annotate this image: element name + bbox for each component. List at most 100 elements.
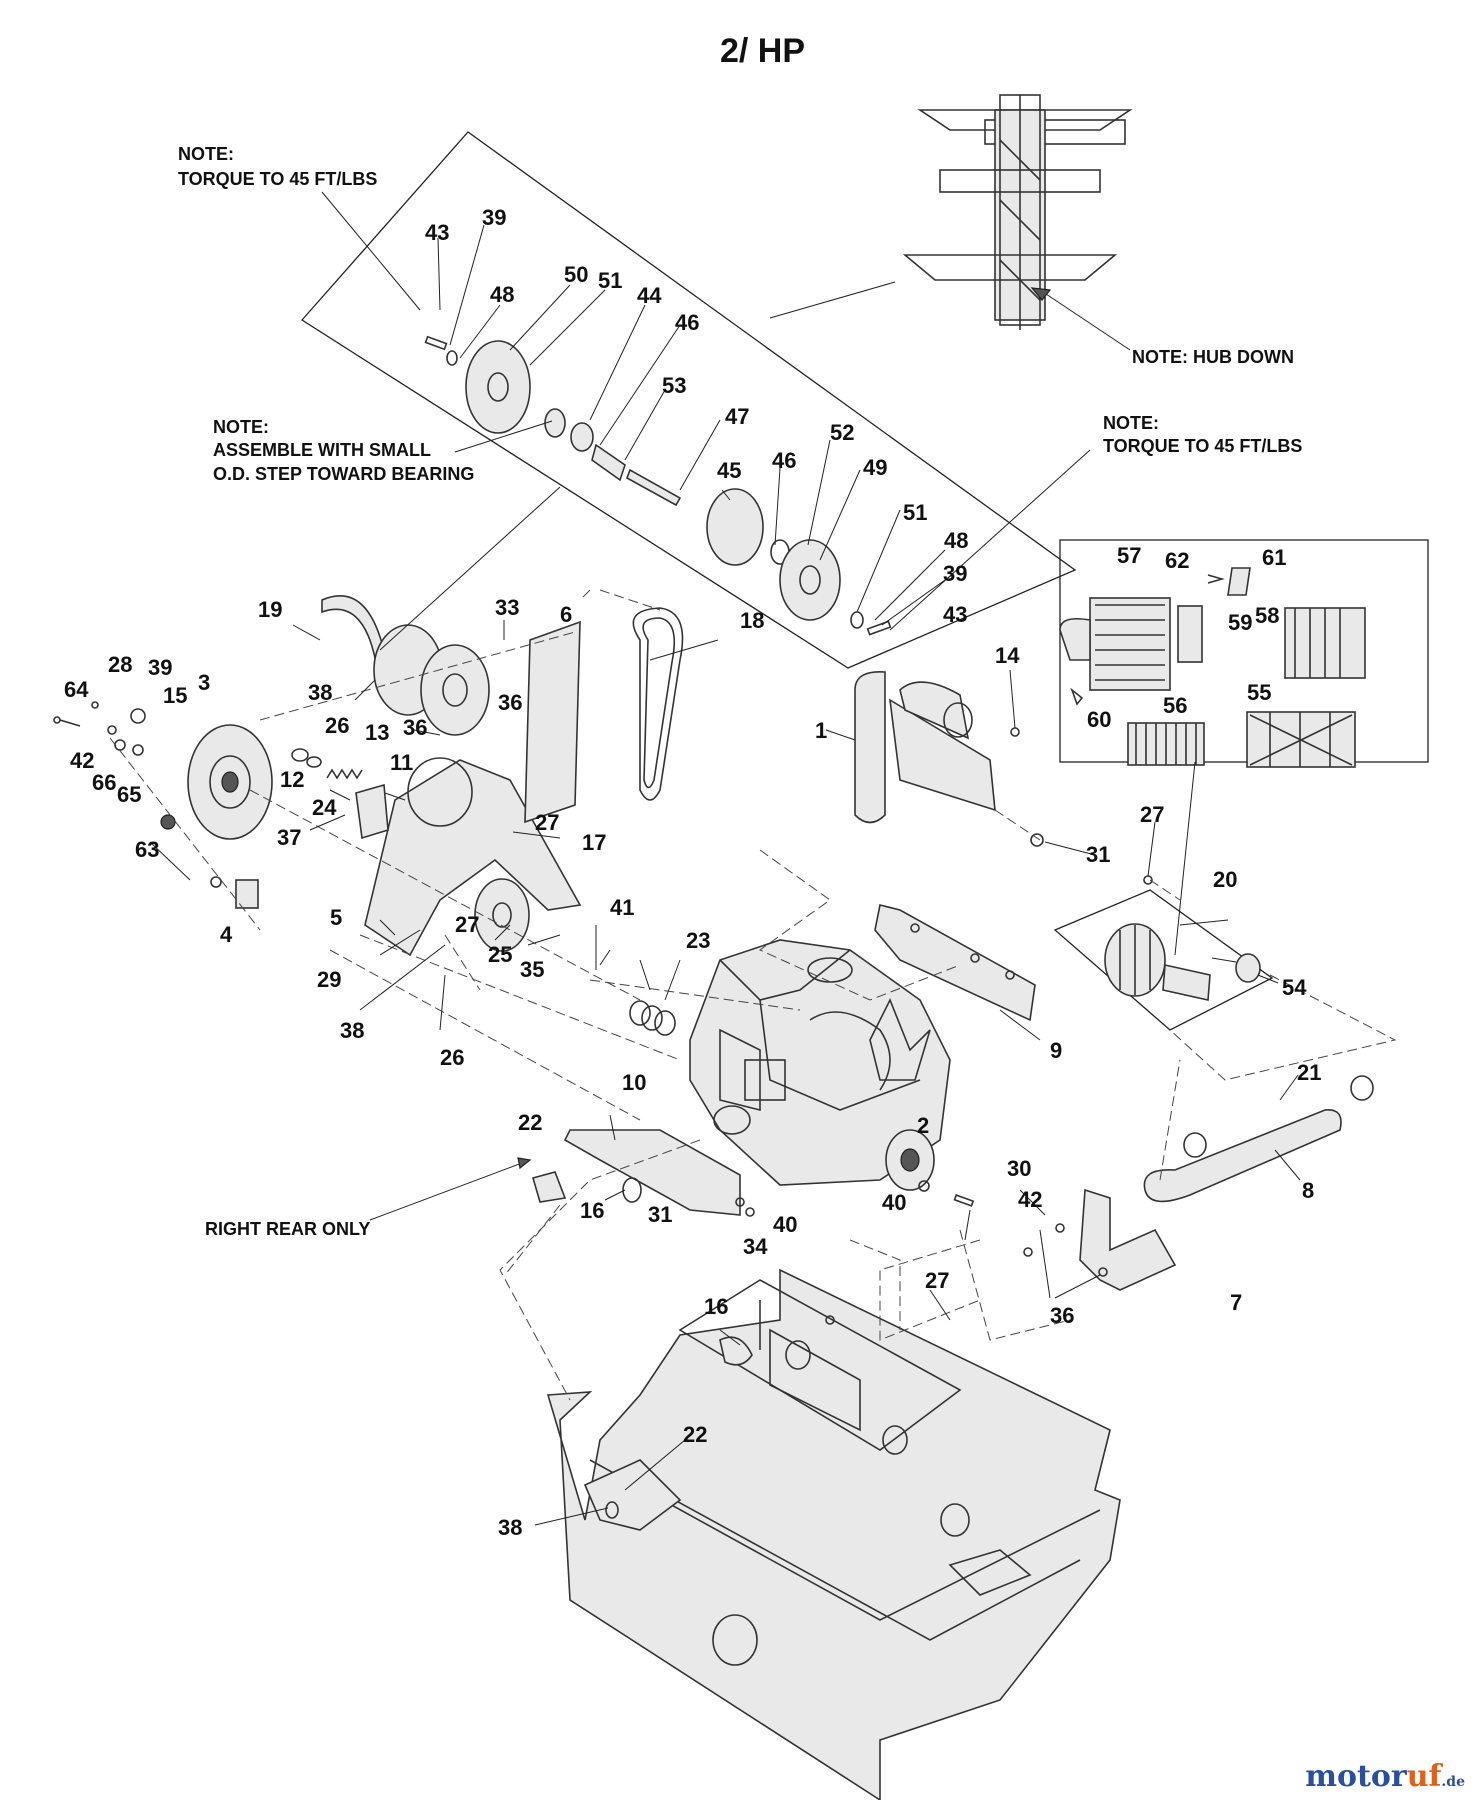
bracket-10-group <box>532 1129 755 1217</box>
callout-48: 48 <box>490 282 514 307</box>
callout-43: 43 <box>425 220 449 245</box>
chassis-frame <box>546 1268 1121 1800</box>
callout-13: 13 <box>365 720 389 745</box>
callout-19: 19 <box>258 597 282 622</box>
callout-31b: 31 <box>648 1202 672 1227</box>
callout-28: 28 <box>108 652 132 677</box>
callout-39c: 39 <box>148 655 172 680</box>
callout-66: 66 <box>92 770 116 795</box>
svg-text:NOTE:: NOTE: <box>213 417 269 437</box>
mount-16b-shape <box>719 1336 753 1366</box>
callout-48b: 48 <box>944 528 968 553</box>
callout-62: 62 <box>1165 548 1189 573</box>
note-assemble: NOTE: ASSEMBLE WITH SMALL O.D. STEP TOWA… <box>213 417 474 484</box>
callout-37: 37 <box>277 825 301 850</box>
hose-group <box>1143 1075 1374 1203</box>
callout-42: 42 <box>70 748 94 773</box>
bracket-5-shape <box>364 759 582 957</box>
callout-16: 16 <box>580 1198 604 1223</box>
callout-17: 17 <box>582 830 606 855</box>
callout-2: 2 <box>917 1113 929 1138</box>
callout-1: 1 <box>815 718 827 743</box>
callout-27a: 27 <box>535 810 559 835</box>
callout-41: 41 <box>610 895 634 920</box>
callout-52: 52 <box>830 420 854 445</box>
belt-19-shape <box>321 595 386 660</box>
callout-40: 40 <box>773 1212 797 1237</box>
engine-group <box>629 939 975 1207</box>
motoruf-watermark: motoruf.de <box>1305 1759 1465 1794</box>
svg-text:NOTE:: NOTE: <box>178 144 234 164</box>
belt-18-shape <box>632 607 684 801</box>
callout-38b: 38 <box>340 1018 364 1043</box>
callout-27b: 27 <box>455 912 479 937</box>
valve-60-shape <box>1070 687 1084 706</box>
callout-45: 45 <box>717 458 741 483</box>
svg-text:TORQUE TO 45 FT/LBS: TORQUE TO 45 FT/LBS <box>1103 436 1302 456</box>
callout-11: 11 <box>390 750 413 775</box>
callout-14: 14 <box>995 643 1020 668</box>
muffler-1-shape <box>854 671 886 824</box>
plate-11-shape <box>355 783 389 840</box>
callout-44: 44 <box>637 283 662 308</box>
callout-36a: 36 <box>403 715 427 740</box>
callout-63: 63 <box>135 837 159 862</box>
callout-27d: 27 <box>925 1268 949 1293</box>
callout-49: 49 <box>863 455 887 480</box>
callout-47: 47 <box>725 404 749 429</box>
note-hub-down: NOTE: HUB DOWN <box>1132 347 1294 367</box>
clutch-area <box>53 595 684 957</box>
mount-16-shape <box>532 1171 567 1203</box>
callout-51b: 51 <box>903 500 927 525</box>
fuel-pump-group <box>1053 889 1274 1031</box>
callout-15: 15 <box>163 683 187 708</box>
callout-40b: 40 <box>882 1190 906 1215</box>
callout-10: 10 <box>622 1070 646 1095</box>
pulley-assembly-frame <box>301 131 1077 669</box>
callout-16b: 16 <box>704 1294 728 1319</box>
note-torque-top: NOTE: TORQUE TO 45 FT/LBS <box>178 144 377 189</box>
sender-54-shape <box>1235 953 1261 983</box>
pulley-49-shape <box>779 539 841 621</box>
callout-54: 54 <box>1282 975 1307 1000</box>
clip-61-shape <box>1227 567 1251 596</box>
svg-text:ASSEMBLE WITH SMALL: ASSEMBLE WITH SMALL <box>213 440 431 460</box>
svg-text:TORQUE TO 45 FT/LBS: TORQUE TO 45 FT/LBS <box>178 169 377 189</box>
callout-50: 50 <box>564 262 588 287</box>
frame-shape <box>546 1268 1121 1800</box>
bracket-4-shape <box>235 879 259 909</box>
callout-24: 24 <box>312 795 337 820</box>
callout-46b: 46 <box>772 448 796 473</box>
housing-57-shape <box>1089 597 1171 691</box>
callout-27c: 27 <box>1140 802 1164 827</box>
note-torque-right: NOTE: TORQUE TO 45 FT/LBS <box>1103 413 1302 456</box>
clamp-21-shape <box>1350 1075 1374 1101</box>
callout-12: 12 <box>280 767 304 792</box>
callout-30: 30 <box>1007 1156 1031 1181</box>
clip-62-shape <box>1207 574 1225 584</box>
callout-22: 22 <box>518 1110 542 1135</box>
assembly-lines <box>109 589 1397 1401</box>
callout-31: 31 <box>1086 842 1110 867</box>
callout-56: 56 <box>1163 693 1187 718</box>
callout-64: 64 <box>64 677 89 702</box>
callout-39b: 39 <box>943 561 967 586</box>
callout-36c: 36 <box>1050 1303 1074 1328</box>
callout-3: 3 <box>198 670 210 695</box>
callout-57: 57 <box>1117 543 1141 568</box>
shield-6-shape <box>524 620 581 824</box>
callout-26: 26 <box>325 713 349 738</box>
note-right-rear-only: RIGHT REAR ONLY <box>205 1219 370 1239</box>
callout-51: 51 <box>598 268 622 293</box>
callout-38c: 38 <box>498 1515 522 1540</box>
bracket-9-group <box>874 904 1036 1022</box>
callout-26b: 26 <box>440 1045 464 1070</box>
callout-65: 65 <box>117 782 141 807</box>
callout-60: 60 <box>1087 707 1111 732</box>
callout-20: 20 <box>1213 867 1237 892</box>
diagram-title: 2/ HP <box>720 32 805 70</box>
bracket-9-shape <box>874 904 1036 1022</box>
bracket-7-group <box>1023 1188 1177 1291</box>
svg-text:NOTE:: NOTE: <box>1103 413 1159 433</box>
callout-39: 39 <box>482 205 506 230</box>
